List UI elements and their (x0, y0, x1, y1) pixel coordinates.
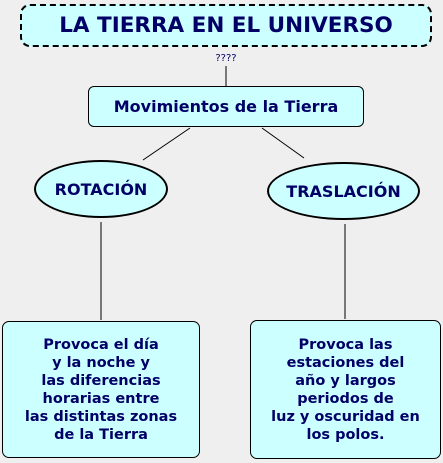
movements-node: Movimientos de la Tierra (88, 86, 364, 127)
rotation-node: ROTACIÓN (34, 160, 168, 218)
link-label: ???? (215, 53, 237, 64)
translation-description: Provoca las estaciones del año y largos … (250, 320, 441, 459)
rotation-description: Provoca el día y la noche y las diferenc… (2, 321, 200, 458)
connector-movements-to-translation (261, 127, 305, 159)
map-title: LA TIERRA EN EL UNIVERSO (20, 4, 432, 47)
connector-movements-to-rotation (142, 127, 191, 161)
translation-node: TRASLACIÓN (267, 162, 420, 220)
